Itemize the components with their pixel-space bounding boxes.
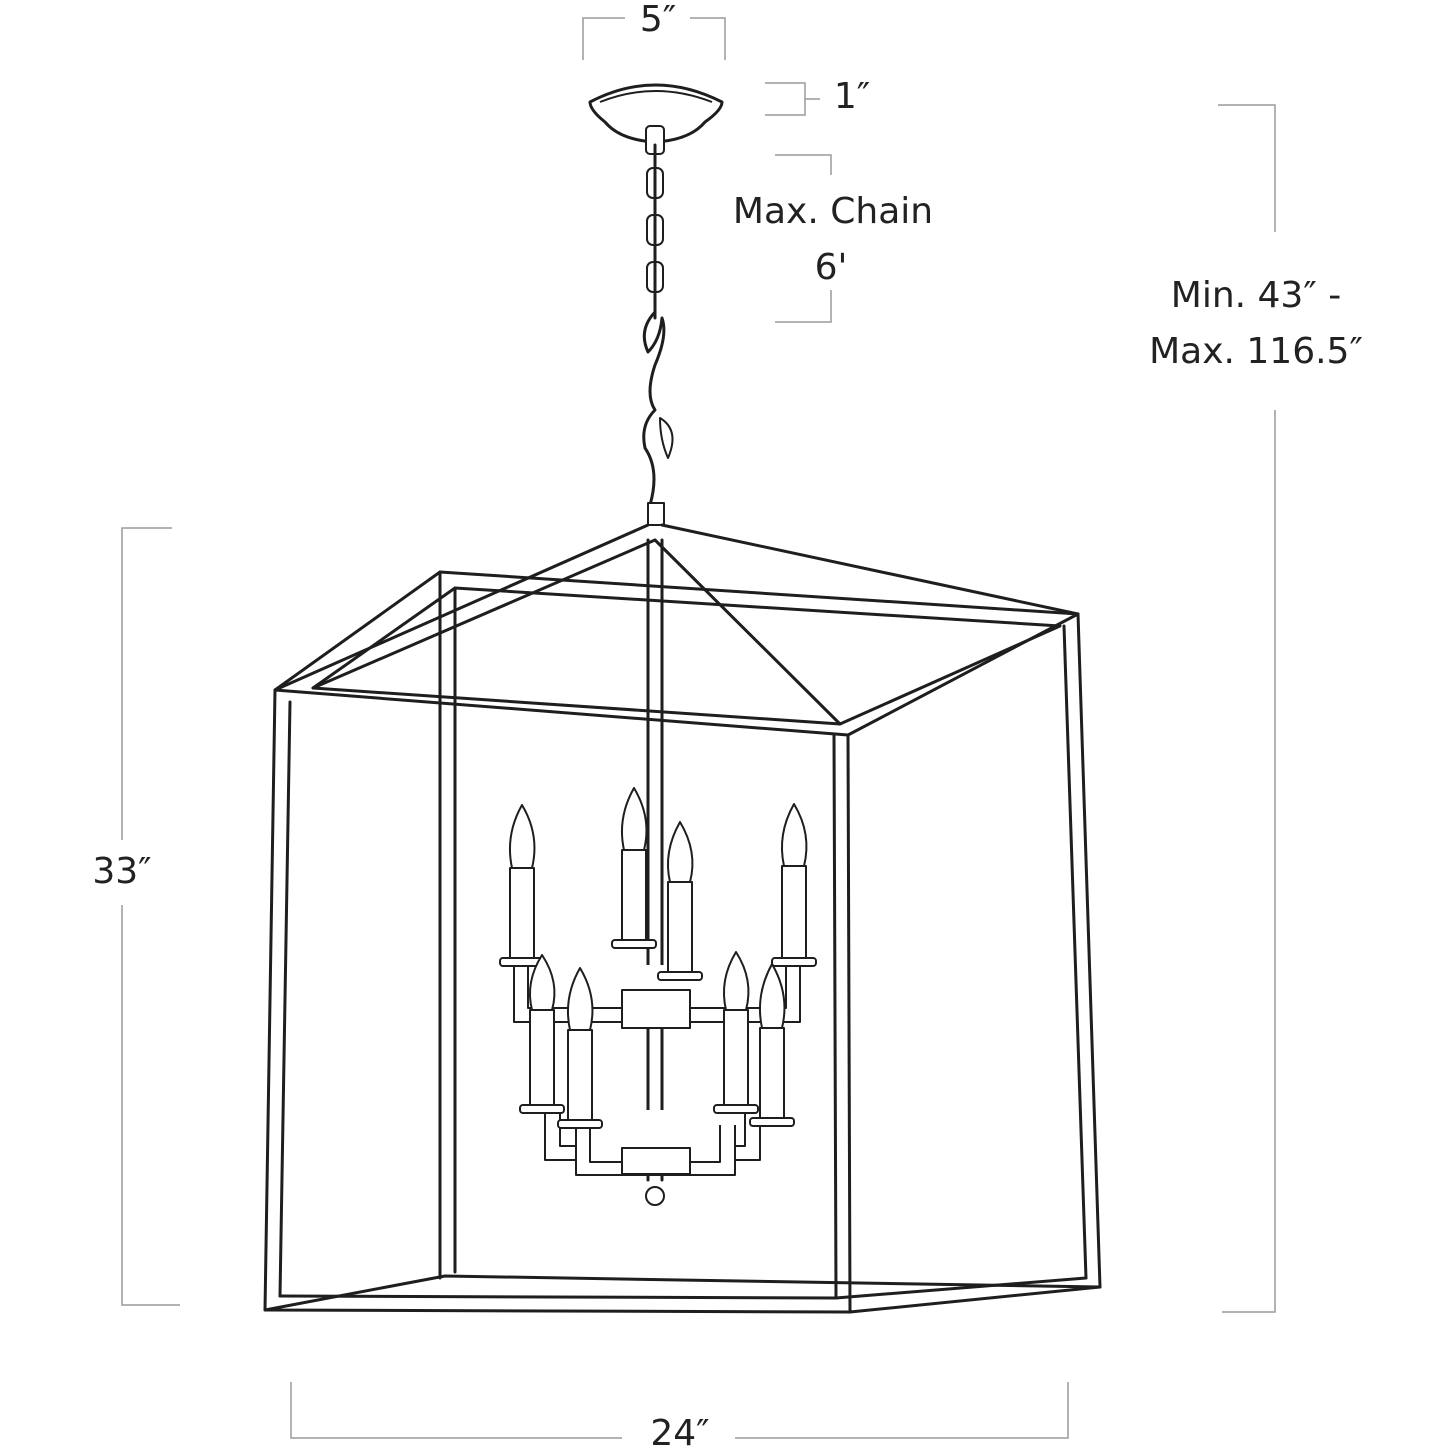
- dim-overall-height: [1218, 104, 1276, 1313]
- candle-cluster: [499, 787, 817, 1206]
- canopy-height-label: 1″: [833, 76, 871, 117]
- dim-chain: [775, 154, 832, 323]
- dim-canopy-width: [582, 17, 726, 60]
- lantern-frame: [263, 523, 1102, 1314]
- dim-canopy-height: [765, 82, 820, 116]
- body-height-label: 33″: [92, 851, 152, 892]
- overall-height-min-label: Min. 43″ -: [1170, 275, 1342, 316]
- candles: [499, 787, 817, 1129]
- body-width-label: 24″: [650, 1413, 710, 1454]
- dimension-lines: [121, 17, 1276, 1439]
- chain-length-label: 6': [814, 247, 848, 288]
- canopy: [588, 83, 724, 155]
- chain: [642, 143, 674, 526]
- dim-body-height: [121, 527, 180, 1306]
- overall-height-max-label: Max. 116.5″: [1149, 331, 1363, 372]
- canopy-width-label: 5″: [639, 0, 677, 40]
- dim-body-width: [290, 1382, 1069, 1439]
- chain-label: Max. Chain: [732, 191, 934, 232]
